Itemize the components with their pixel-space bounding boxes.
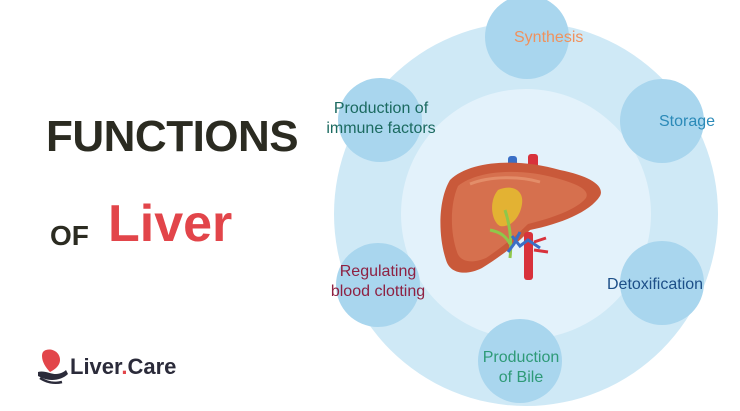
node-detoxification [620,241,704,325]
logo-wordmark: Liver.Care [70,354,176,380]
liver-illustration [440,154,601,280]
title-of: OF [50,220,89,251]
title-functions: FUNCTIONS [46,112,299,161]
label-bile-line2: of Bile [498,369,544,386]
logo-text-dot: . [121,354,128,379]
label-production-of-bile: Production of Bile [475,348,567,388]
node-synthesis [485,0,569,79]
logo-text-care: Care [127,354,177,379]
label-regulating-blood-clotting: Regulating blood clotting [318,262,438,302]
node-bile [478,319,562,403]
label-storage: Storage [659,113,716,130]
title-liver: Liver [108,195,233,253]
label-immune-line1: Production of [333,100,429,117]
label-production-of-immune-factors: Production of immune factors [312,99,450,139]
label-synthesis: Synthesis [514,29,584,46]
label-immune-line2: immune factors [326,120,436,137]
logo-text-liver: Liver [70,354,122,379]
node-immune [338,78,422,162]
label-detoxification: Detoxification [607,276,704,293]
label-clotting-line2: blood clotting [330,283,426,300]
liver-care-logo: Liver.Care [36,346,196,386]
node-clotting [336,243,420,327]
label-clotting-line1: Regulating [339,263,417,280]
label-bile-line1: Production [482,349,560,366]
node-storage [620,79,704,163]
hands-heart-logo-icon [38,349,68,385]
